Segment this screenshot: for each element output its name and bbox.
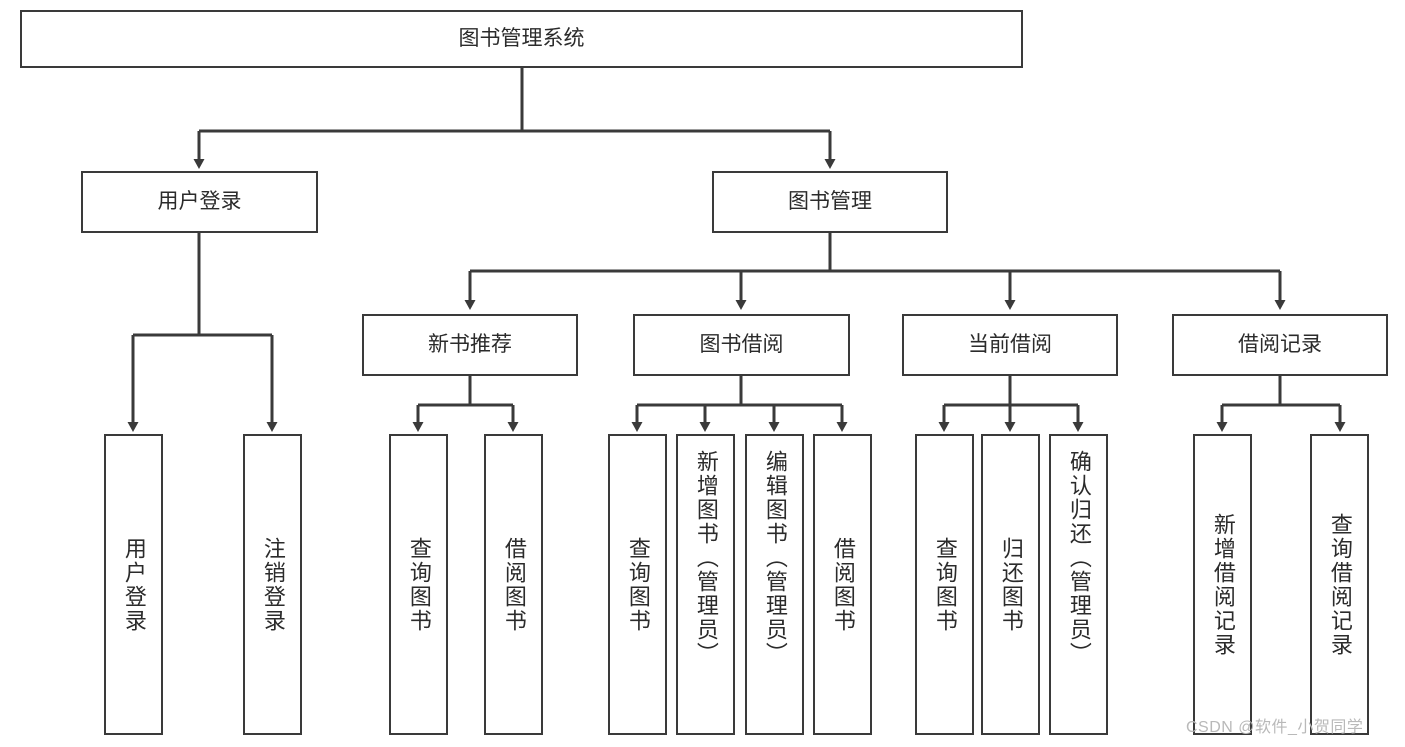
node-leaf-return-book[interactable]: 归还图书 <box>981 434 1040 735</box>
node-leaf-query-borrow-record[interactable]: 查询借阅记录 <box>1310 434 1369 735</box>
node-leaf-user-login[interactable]: 用户登录 <box>104 434 163 735</box>
node-new-book-recommend[interactable]: 新书推荐 <box>362 314 578 376</box>
node-book-borrow[interactable]: 图书借阅 <box>633 314 850 376</box>
node-leaf-add-borrow-record[interactable]: 新增借阅记录 <box>1193 434 1252 735</box>
node-root-system[interactable]: 图书管理系统 <box>20 10 1023 68</box>
node-user-login[interactable]: 用户登录 <box>81 171 318 233</box>
node-leaf-query-book-2[interactable]: 查询图书 <box>608 434 667 735</box>
node-borrow-record[interactable]: 借阅记录 <box>1172 314 1388 376</box>
node-leaf-borrow-book-1[interactable]: 借阅图书 <box>484 434 543 735</box>
node-leaf-query-book-1[interactable]: 查询图书 <box>389 434 448 735</box>
node-leaf-logout-login[interactable]: 注销登录 <box>243 434 302 735</box>
node-leaf-add-book-admin[interactable]: 新增图书（管理员） <box>676 434 735 735</box>
node-current-borrow[interactable]: 当前借阅 <box>902 314 1118 376</box>
node-leaf-borrow-book-2[interactable]: 借阅图书 <box>813 434 872 735</box>
node-leaf-edit-book-admin[interactable]: 编辑图书（管理员） <box>745 434 804 735</box>
node-book-management[interactable]: 图书管理 <box>712 171 948 233</box>
node-leaf-query-book-3[interactable]: 查询图书 <box>915 434 974 735</box>
node-leaf-confirm-return-admin[interactable]: 确认归还（管理员） <box>1049 434 1108 735</box>
